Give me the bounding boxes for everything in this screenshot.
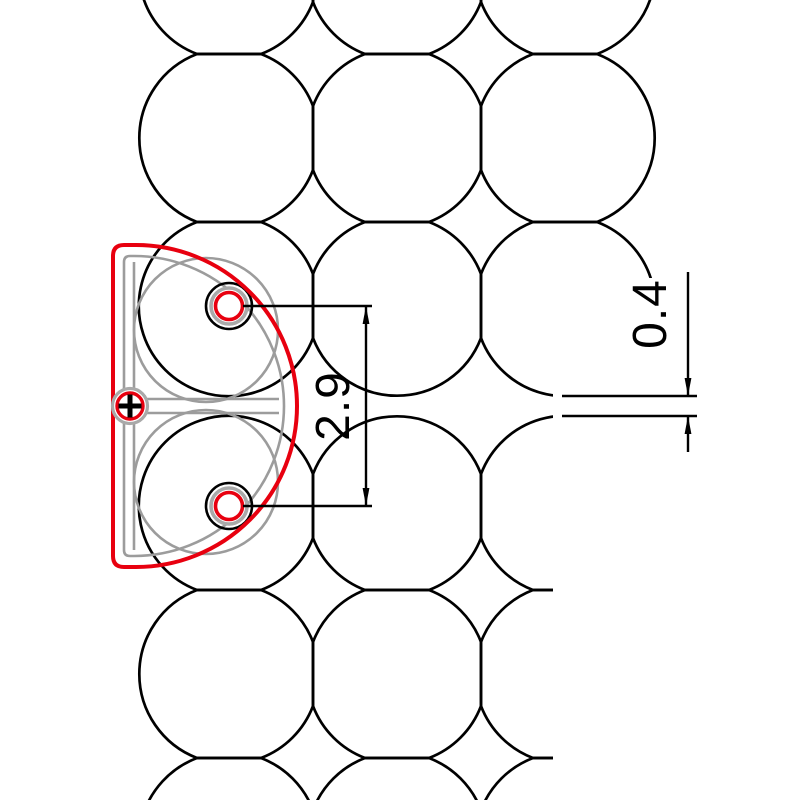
part-red-outline — [111, 243, 299, 569]
part-lobe-circle — [132, 256, 280, 404]
part-lobe-circle — [132, 408, 280, 556]
pattern-crop-mask — [553, 278, 800, 800]
pattern-cell — [311, 52, 483, 224]
pattern-cell — [137, 52, 315, 224]
pattern-cell — [142, 0, 315, 56]
arrowhead-up — [362, 306, 370, 324]
pattern-cell — [316, 756, 478, 800]
dimension-annotations: 2.9 0.4 — [243, 272, 697, 508]
dimension-label-hole-spacing: 2.9 — [307, 371, 360, 441]
pattern-cell — [147, 756, 310, 800]
pattern-cell — [479, 0, 652, 56]
dimension-label-row-gap: 0.4 — [624, 279, 677, 349]
pattern-cell — [137, 588, 315, 760]
hole-red-circle — [213, 290, 245, 322]
pattern-cell — [137, 220, 315, 398]
pattern-cell — [311, 588, 483, 760]
pattern-cell — [137, 414, 315, 592]
pattern-cell — [311, 414, 483, 592]
white-mask — [553, 278, 800, 800]
pattern-cell — [479, 52, 657, 224]
highlighted-clip-part — [110, 243, 299, 569]
arrowhead-up — [684, 416, 692, 434]
pattern-cell — [311, 0, 483, 56]
hole-red-circle — [213, 490, 245, 522]
pattern-cell — [311, 220, 483, 398]
arrowhead-down — [362, 488, 370, 506]
arrowhead-down — [684, 378, 692, 396]
